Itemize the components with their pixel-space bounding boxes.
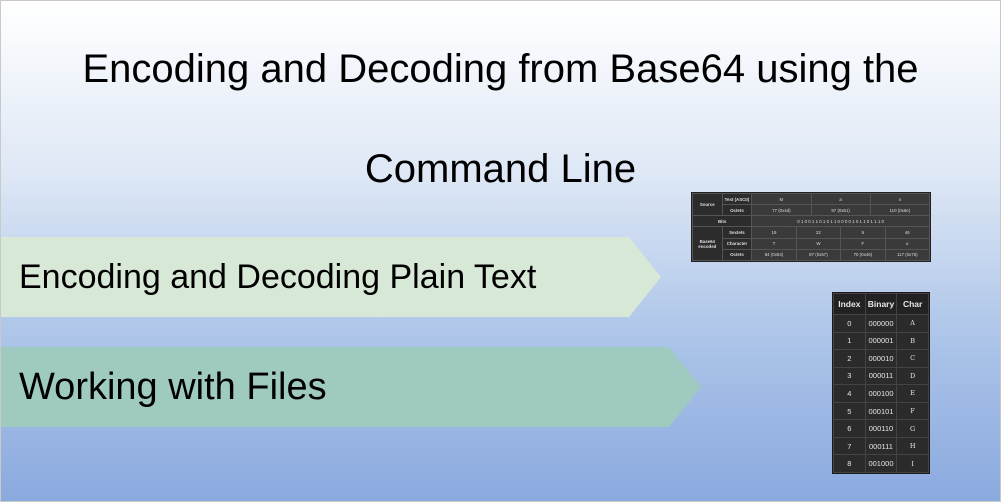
- octet-cell: 77 (0x4d): [751, 204, 812, 217]
- binary-cell: 000110: [864, 419, 898, 438]
- char-cell: B: [896, 331, 929, 351]
- table-row: Base64 encoded Sextets 19 22 5 46: [692, 226, 931, 261]
- char-cell: E: [896, 384, 929, 403]
- binary-cell: 000100: [864, 384, 898, 403]
- binary-cell: 000000: [864, 314, 898, 333]
- octet-cell: 110 (0x6e): [869, 204, 931, 217]
- column-header: Char: [896, 293, 929, 315]
- bits-cell: 0 1 0 0 1 1 0 1 0 1 1 0 0 0 0 1 0 1 1 0 …: [751, 215, 930, 228]
- text-cell: n: [869, 192, 931, 206]
- table-row: 6 000110 G: [833, 419, 929, 438]
- table-header-row: Index Binary Char: [833, 293, 929, 315]
- octets-label: Octets: [721, 204, 753, 217]
- section-arrow-files: Working with Files: [1, 347, 701, 427]
- source-label: Source: [692, 192, 723, 217]
- table-row: 0 000000 A: [833, 314, 929, 333]
- char-cell: A: [896, 314, 929, 333]
- encoded-octet-cell: 117 (0x75): [884, 248, 931, 262]
- binary-cell: 000011: [864, 366, 898, 386]
- encoded-octet-cell: 70 (0x46): [840, 248, 886, 262]
- table-row: Source Text (ASCII) M a n: [692, 192, 931, 217]
- char-cell: C: [896, 349, 929, 368]
- title-line-2: Command Line: [364, 147, 637, 191]
- character-cell: F: [840, 237, 886, 250]
- column-header: Binary: [864, 293, 898, 315]
- table-row: Octets 77 (0x4d) 97 (0x61) 110 (0x6e): [693, 204, 931, 217]
- table-row: 4 000100 E: [833, 384, 929, 403]
- char-cell: D: [896, 366, 929, 386]
- index-cell: 5: [833, 401, 866, 421]
- binary-cell: 000101: [864, 401, 898, 421]
- binary-cell: 001000: [864, 454, 898, 473]
- sextet-cell: 22: [795, 226, 842, 239]
- index-cell: 8: [833, 454, 866, 473]
- index-cell: 6: [833, 419, 866, 438]
- encoded-octet-cell: 87 (0x57): [795, 248, 842, 262]
- base64-encoding-table: Source Text (ASCII) M a n Octets 77 (0x4…: [691, 192, 931, 262]
- table-row: 5 000101 F: [833, 401, 929, 421]
- section-label: Encoding and Decoding Plain Text: [19, 257, 537, 296]
- char-cell: F: [896, 401, 929, 421]
- table-row: Bits 0 1 0 0 1 1 0 1 0 1 1 0 0 0 0 1 0 1…: [691, 215, 930, 228]
- index-cell: 1: [833, 331, 866, 351]
- sextets-label: Sextets: [721, 226, 753, 239]
- index-cell: 4: [833, 384, 866, 403]
- sextet-cell: 19: [751, 226, 797, 239]
- title-line-1: Encoding and Decoding from Base64 using …: [82, 47, 919, 91]
- base64-index-table: Index Binary Char 0 000000 A 1 000001 B …: [832, 292, 930, 474]
- table-row: 2 000010 C: [833, 349, 929, 368]
- octet-cell: 97 (0x61): [810, 204, 871, 217]
- column-header: Index: [833, 293, 866, 315]
- character-cell: u: [884, 237, 931, 250]
- character-cell: T: [751, 237, 797, 250]
- character-cell: W: [795, 237, 842, 250]
- section-label: Working with Files: [19, 365, 327, 408]
- table-row: Octets 84 (0x54) 87 (0x57) 70 (0x46) 117…: [693, 248, 931, 262]
- char-cell: G: [896, 419, 929, 438]
- index-cell: 3: [833, 366, 866, 386]
- table-row: Character T W F u: [693, 237, 931, 250]
- text-label: Text (ASCII): [721, 192, 753, 206]
- text-cell: M: [751, 192, 812, 206]
- sextet-cell: 5: [840, 226, 886, 239]
- base64-label: Base64 encoded: [692, 226, 723, 261]
- character-label: Character: [721, 237, 753, 250]
- text-cell: a: [810, 192, 871, 206]
- sextet-cell: 46: [884, 226, 931, 239]
- binary-cell: 000010: [864, 349, 898, 368]
- bits-label: Bits: [691, 215, 753, 228]
- char-cell: I: [896, 454, 929, 473]
- index-cell: 2: [833, 349, 866, 368]
- binary-cell: 000111: [864, 436, 898, 456]
- octets-label: Octets: [721, 248, 753, 262]
- index-cell: 0: [833, 314, 866, 333]
- encoded-octet-cell: 84 (0x54): [751, 248, 797, 262]
- char-cell: H: [896, 436, 929, 456]
- binary-cell: 000001: [864, 331, 898, 351]
- slide-title: Encoding and Decoding from Base64 using …: [1, 19, 1000, 219]
- section-arrow-plain-text: Encoding and Decoding Plain Text: [1, 237, 661, 317]
- table-row: 3 000011 D: [833, 366, 929, 386]
- table-row: 8 001000 I: [833, 454, 929, 473]
- index-cell: 7: [833, 436, 866, 456]
- table-row: 1 000001 B: [833, 331, 929, 351]
- table-row: 7 000111 H: [833, 436, 929, 456]
